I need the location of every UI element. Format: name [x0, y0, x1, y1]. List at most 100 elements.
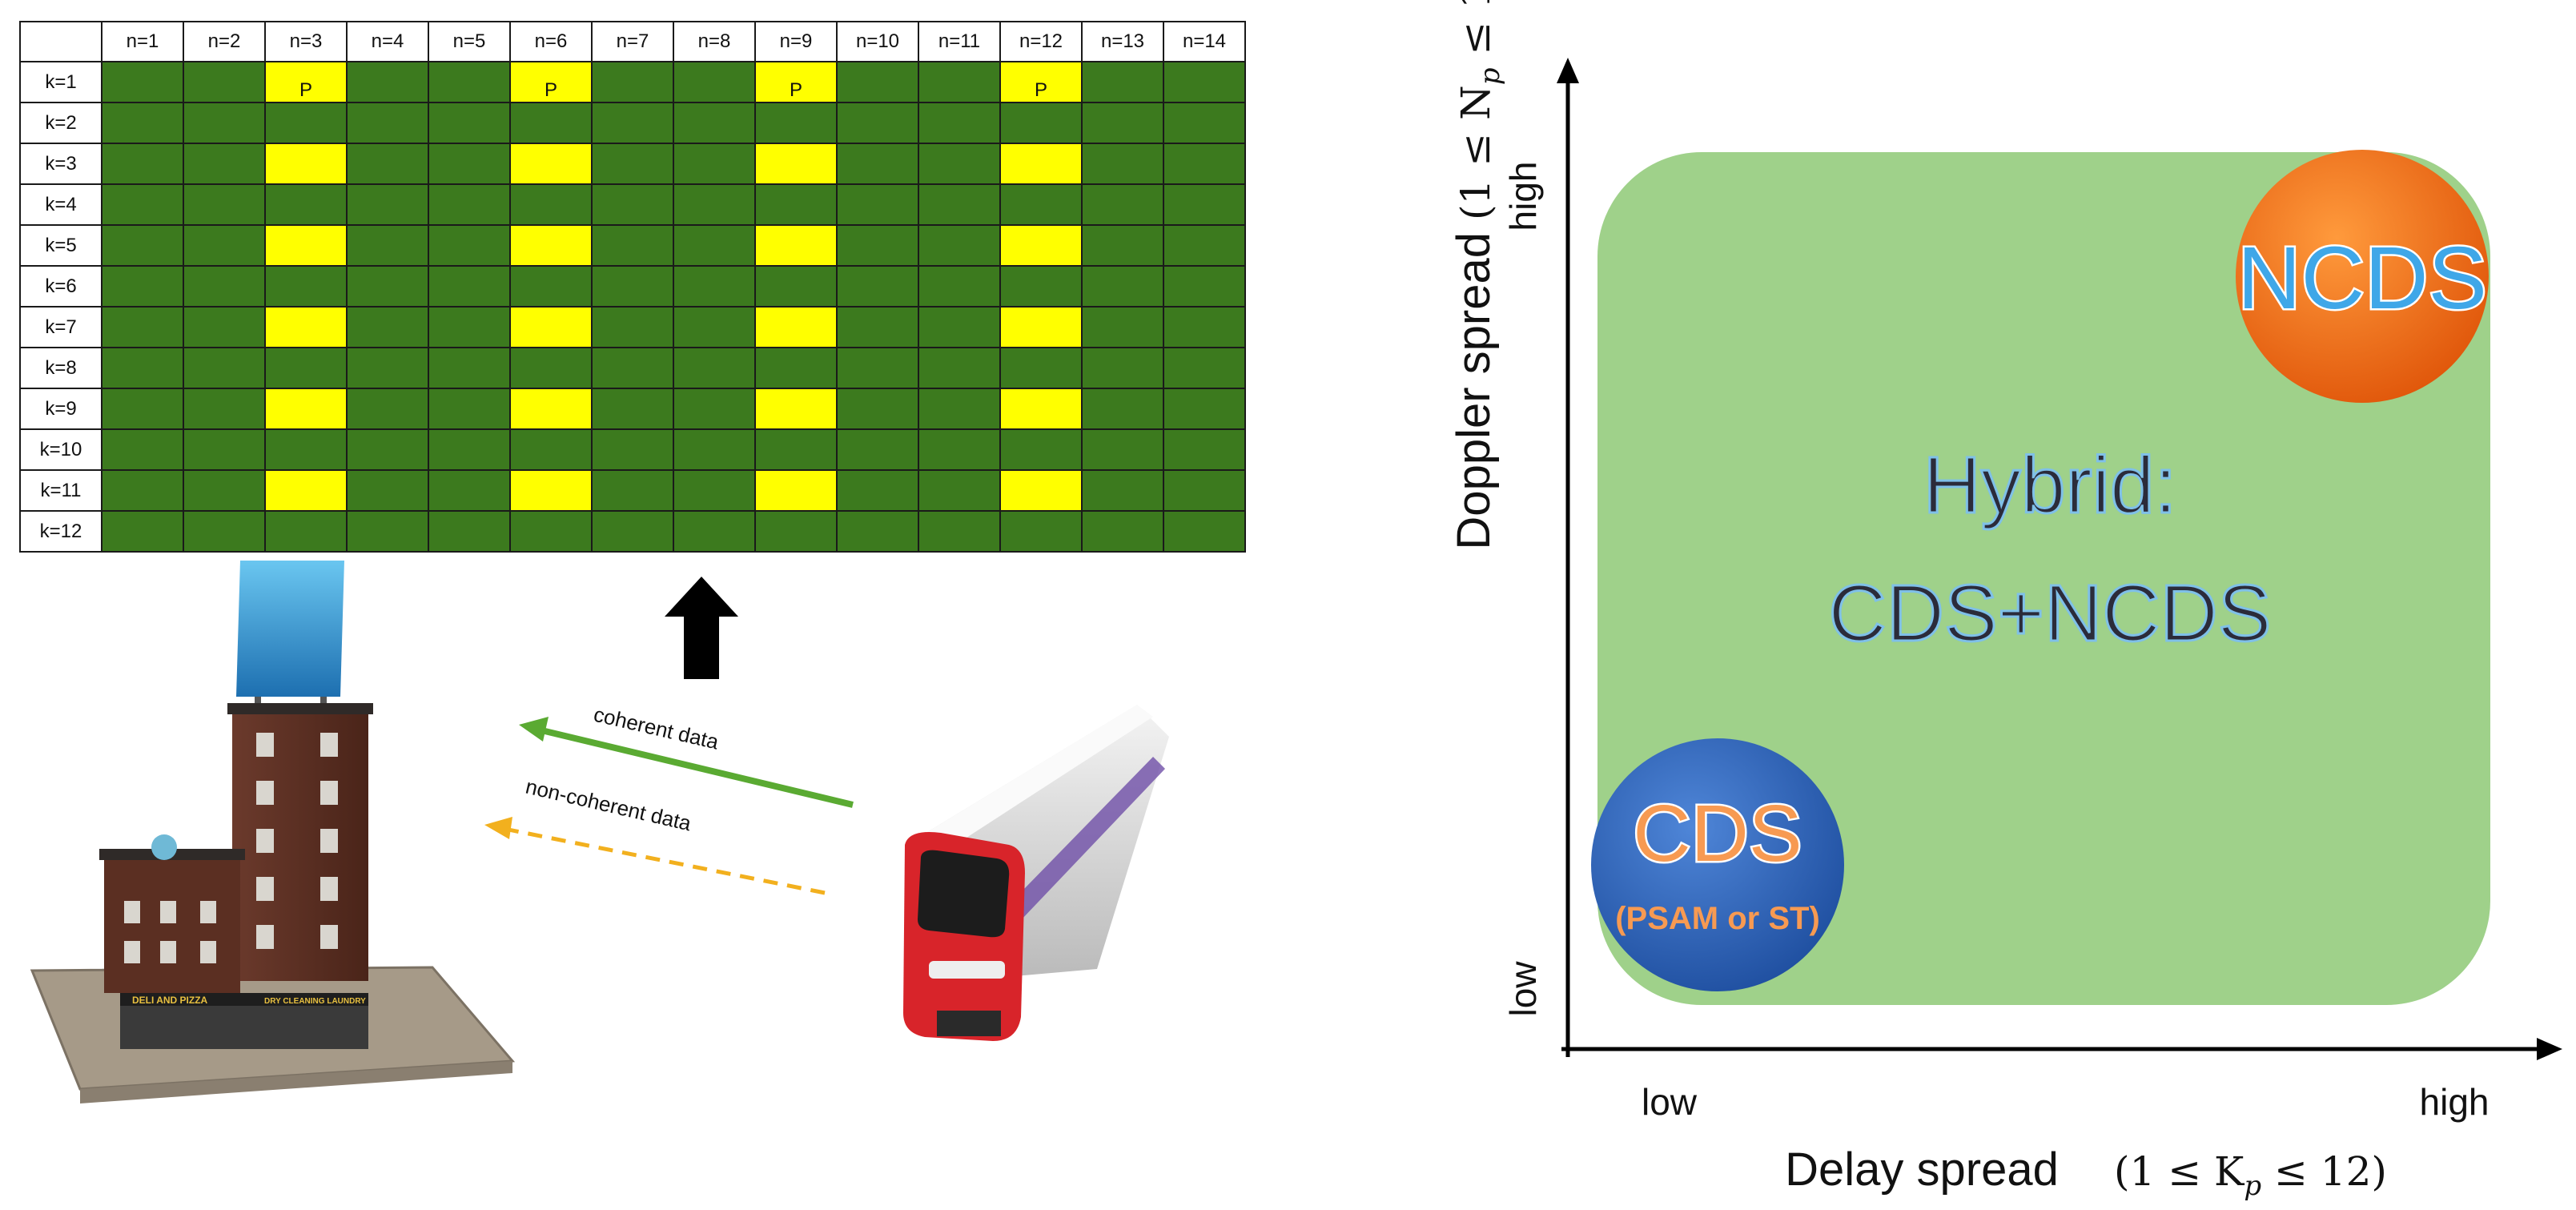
data-cell — [918, 61, 1001, 103]
pilot-cell — [999, 469, 1083, 512]
x-axis-low-label: low — [1642, 1081, 1698, 1123]
data-cell — [183, 61, 266, 103]
data-cell — [346, 61, 429, 103]
data-cell — [673, 265, 756, 308]
grid-column-header: n=9 — [754, 21, 838, 62]
grid-row-header: k=7 — [19, 306, 102, 348]
pilot-cell — [754, 224, 838, 267]
data-cell — [673, 306, 756, 348]
data-cell — [509, 183, 593, 226]
data-cell — [918, 306, 1001, 348]
grid-column-header: n=2 — [183, 21, 266, 62]
grid-row-header: k=3 — [19, 143, 102, 185]
coherent-data-arrow — [534, 726, 854, 808]
grid-row: k=6 — [19, 265, 1246, 308]
up-arrow-icon — [665, 577, 738, 679]
data-cell — [918, 388, 1001, 430]
data-cell — [183, 510, 266, 553]
data-cell — [591, 347, 674, 389]
ncds-label: NCDS — [2237, 229, 2487, 328]
data-cell — [428, 102, 511, 144]
data-cell — [754, 265, 838, 308]
grid-column-header: n=14 — [1163, 21, 1246, 62]
cds-sublabel: (PSAM or ST) — [1615, 901, 1820, 936]
grid-row-header: k=8 — [19, 347, 102, 389]
grid-column-header: n=8 — [673, 21, 756, 62]
data-cell — [591, 102, 674, 144]
grid-row: k=12 — [19, 510, 1246, 553]
data-cell — [836, 224, 919, 267]
data-cell — [673, 102, 756, 144]
x-axis-range-end: ≤ 12) — [2261, 1148, 2387, 1195]
data-cell — [1081, 347, 1164, 389]
pilot-cell — [999, 224, 1083, 267]
data-cell — [183, 469, 266, 512]
data-cell — [673, 347, 756, 389]
data-cell — [1081, 143, 1164, 185]
y-axis-range: (1 ≤ Np ≤ 14) — [1453, 0, 1506, 220]
data-cell — [1163, 61, 1246, 103]
data-cell — [428, 347, 511, 389]
data-cell — [346, 428, 429, 471]
pilot-cell — [999, 306, 1083, 348]
data-cell — [1163, 102, 1246, 144]
data-cell — [1163, 347, 1246, 389]
data-cell — [264, 265, 348, 308]
pilot-cell: P — [754, 61, 838, 103]
data-cell — [264, 428, 348, 471]
data-cell — [428, 143, 511, 185]
data-cell — [754, 510, 838, 553]
grid-column-header: n=4 — [346, 21, 429, 62]
grid-column-header: n=5 — [428, 21, 511, 62]
data-cell — [183, 143, 266, 185]
storefront-sign-left: DELI AND PIZZA — [132, 995, 208, 1006]
data-cell — [591, 224, 674, 267]
data-cell — [346, 469, 429, 512]
data-cell — [836, 265, 919, 308]
y-axis-range-end: ≤ 14) — [1453, 0, 1499, 67]
data-cell — [346, 102, 429, 144]
data-cell — [918, 265, 1001, 308]
pilot-cell — [264, 143, 348, 185]
data-cell — [428, 388, 511, 430]
pilot-cell: P — [999, 61, 1083, 103]
data-cell — [673, 61, 756, 103]
pilot-cell — [999, 143, 1083, 185]
pilot-cell — [999, 388, 1083, 430]
y-axis-high-label: high — [1502, 162, 1544, 231]
pilot-cell — [264, 306, 348, 348]
data-cell — [346, 347, 429, 389]
data-cell — [836, 306, 919, 348]
y-axis-range-start: (1 ≤ N — [1453, 85, 1499, 220]
pilot-cell — [509, 469, 593, 512]
data-cell — [101, 61, 184, 103]
data-cell — [428, 428, 511, 471]
data-cell — [509, 347, 593, 389]
data-cell — [754, 102, 838, 144]
y-axis-range-sub: p — [1474, 67, 1506, 85]
data-cell — [591, 143, 674, 185]
grid-row: k=4 — [19, 183, 1246, 226]
ncds-circle — [2236, 150, 2489, 403]
data-cell — [346, 306, 429, 348]
data-cell — [673, 510, 756, 553]
pilot-cell: P — [509, 61, 593, 103]
data-cell — [183, 265, 266, 308]
pilot-cell — [509, 143, 593, 185]
pilot-cell — [509, 388, 593, 430]
data-cell — [673, 183, 756, 226]
data-cell — [101, 143, 184, 185]
grid-row-header: k=5 — [19, 224, 102, 267]
data-cell — [509, 428, 593, 471]
data-cell — [264, 347, 348, 389]
cds-label: CDS — [1633, 789, 1802, 878]
grid-row-header: k=2 — [19, 102, 102, 144]
data-cell — [836, 102, 919, 144]
data-cell — [1163, 224, 1246, 267]
data-cell — [836, 61, 919, 103]
data-cell — [999, 102, 1083, 144]
grid-row-header: k=4 — [19, 183, 102, 226]
data-cell — [918, 510, 1001, 553]
data-cell — [918, 347, 1001, 389]
